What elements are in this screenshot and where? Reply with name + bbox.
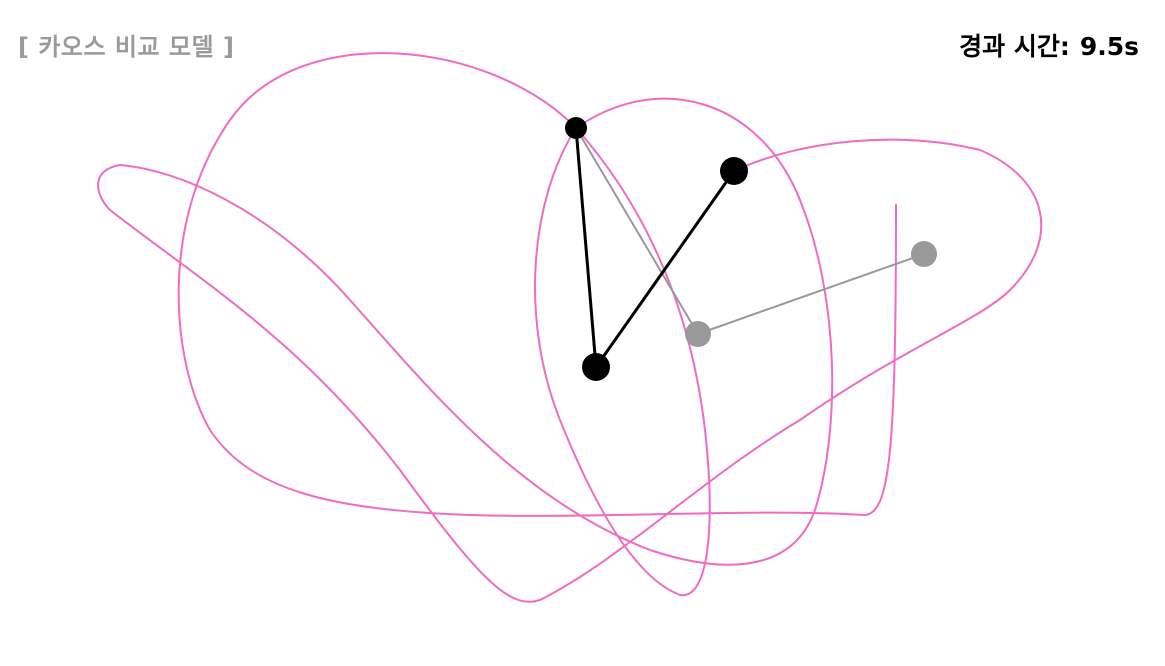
elapsed-time-label: 경과 시간: [959, 32, 1070, 61]
comparison-bob-1[interactable] [685, 321, 711, 347]
elapsed-time-value: 9.5s [1079, 32, 1139, 61]
mode-label: [ 카오스 비교 모델 ] [18, 33, 235, 61]
comparison-bob-2[interactable] [911, 241, 937, 267]
primary-bob-2[interactable] [720, 157, 748, 185]
primary-arm-upper [574, 127, 598, 368]
primary-bob-1[interactable] [582, 353, 610, 381]
comparison-arm-upper [575, 127, 699, 335]
elapsed-time: 경과 시간: 9.5s [959, 27, 1139, 63]
pivot-point [565, 117, 587, 139]
comparison-arm-lower [697, 253, 925, 335]
primary-arm-lower [594, 170, 736, 368]
